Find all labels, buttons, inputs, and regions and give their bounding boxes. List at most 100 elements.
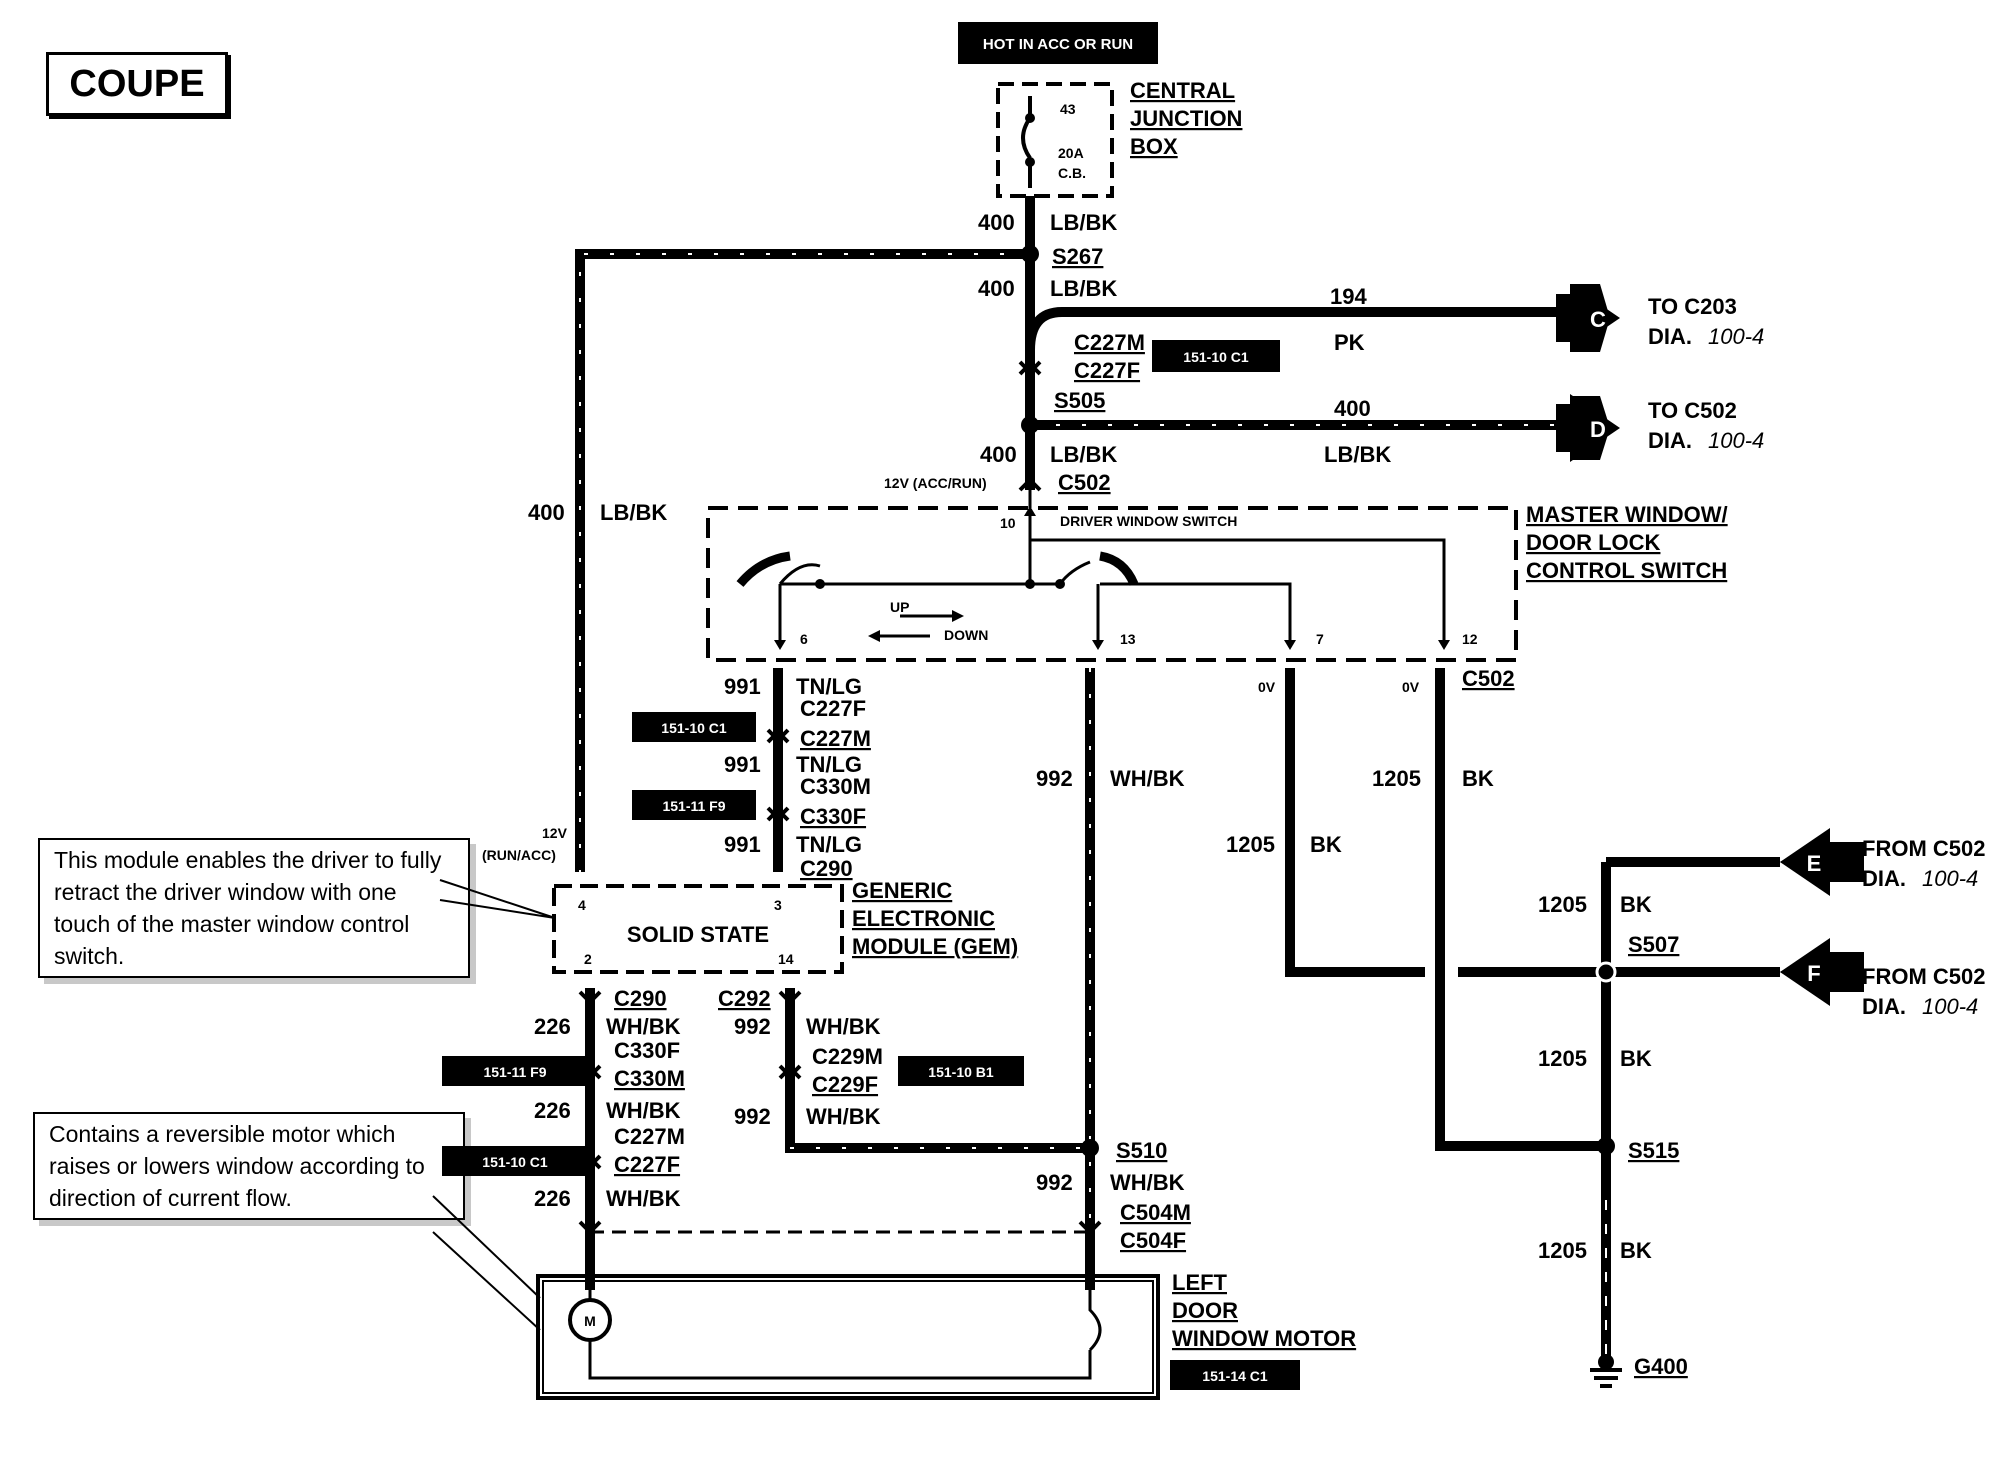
wire-label-wires-lbbk: LB/BK <box>1324 442 1391 467</box>
fuse-rating: 20A <box>1058 145 1084 161</box>
wire-label-wires-bk: BK <box>1620 892 1652 917</box>
wire-label-wires-w991: 991 <box>724 752 761 777</box>
offpage-e-source: FROM C502 <box>1862 836 1985 861</box>
wire-label-wires-whbk: WH/BK <box>1110 1170 1185 1195</box>
wire-label-wires-whbk: WH/BK <box>606 1098 681 1123</box>
wire-label-wires-w992: 992 <box>734 1104 771 1129</box>
offpage-f-dia: DIA. <box>1862 994 1906 1019</box>
wire-label-connectors-c290: C290 <box>800 856 853 881</box>
connector-break-marks <box>578 360 1102 1235</box>
wire-label-wires-w1205: 1205 <box>1538 1238 1587 1263</box>
wire-label-connectors-c227m: C227M <box>614 1124 685 1149</box>
offpage-e-page: 100-4 <box>1922 866 1978 891</box>
gem-callout-note: This module enables the driver to fully … <box>38 838 470 978</box>
wire-label-wires-whbk: WH/BK <box>806 1014 881 1039</box>
gem-name-3: MODULE (GEM) <box>852 934 1018 959</box>
diagram-title: COUPE <box>46 52 228 116</box>
wire-label-connectors-c227f: C227F <box>614 1152 680 1177</box>
gem-supply-b: (RUN/ACC) <box>482 847 556 863</box>
wire-label-wires-whbk: WH/BK <box>1110 766 1185 791</box>
wire-label-wires-lbbk: LB/BK <box>1050 276 1117 301</box>
offpage-f-page: 100-4 <box>1922 994 1978 1019</box>
wire-label-splices-s515: S515 <box>1628 1138 1679 1163</box>
junction-box-name-1: CENTRAL <box>1130 78 1235 103</box>
offpage-letter-d: D <box>1590 417 1606 442</box>
reference-tags <box>442 340 1300 1390</box>
gem-pin-4: 4 <box>578 897 586 913</box>
wire-label-connectors-c227m: C227M <box>1074 330 1145 355</box>
offpage-letter-f: F <box>1807 961 1820 986</box>
wire-label-wires-w400: 400 <box>978 210 1015 235</box>
switch-internal-wiring <box>778 490 1446 640</box>
switch-pin-13: 13 <box>1120 631 1136 647</box>
fuse-number: 43 <box>1060 101 1076 117</box>
splice-dots <box>1021 245 1617 1157</box>
ref-tag-151-10-b1: 151-10 B1 <box>928 1064 994 1080</box>
pin12-voltage: 0V <box>1402 679 1420 695</box>
wire-label-splices-s507: S507 <box>1628 932 1679 957</box>
wire-label-connectors-c502: C502 <box>1058 470 1111 495</box>
wire-label-connectors-c292: C292 <box>718 986 771 1011</box>
gem-supply-a: 12V <box>542 825 568 841</box>
switch-contact-up <box>736 551 791 587</box>
ref-tag-151-10-c1-low: 151-10 C1 <box>482 1154 548 1170</box>
wire-label-wires-w400: 400 <box>980 442 1017 467</box>
switch-pin-7: 7 <box>1316 631 1324 647</box>
central-junction-box <box>996 82 1114 198</box>
gem-name-2: ELECTRONIC <box>852 906 995 931</box>
wire-label-wires-bk: BK <box>1462 766 1494 791</box>
gem-body-label: SOLID STATE <box>627 922 769 947</box>
circuit-breaker-icon <box>1021 96 1032 188</box>
switch-supply-label: 12V (ACC/RUN) <box>884 475 987 491</box>
wire-label-wires-w992: 992 <box>1036 766 1073 791</box>
ref-tag-151-10-c1-mid: 151-10 C1 <box>661 720 727 736</box>
wire-label-connectors-c290: C290 <box>614 986 667 1011</box>
wire-label-wires-whbk: WH/BK <box>606 1014 681 1039</box>
wire-label-connectors-c330f: C330F <box>614 1038 680 1063</box>
left-door-window-motor-box <box>536 1274 1160 1400</box>
wire-label-wires-w400: 400 <box>1334 396 1371 421</box>
wire-label-wires-w1205: 1205 <box>1372 766 1421 791</box>
gem-pin-3: 3 <box>774 897 782 913</box>
wire-label-wires-w1205: 1205 <box>1538 1046 1587 1071</box>
switch-nodes <box>774 506 1450 650</box>
motor-name-2: DOOR <box>1172 1298 1238 1323</box>
motor-callout-note: Contains a reversible motor which raises… <box>33 1112 465 1220</box>
wire-label-wires-w992: 992 <box>1036 1170 1073 1195</box>
wire-label-connectors-c330f: C330F <box>800 804 866 829</box>
switch-pin-10: 10 <box>1000 515 1016 531</box>
fuse-type: C.B. <box>1058 165 1086 181</box>
wire-label-connectors-c229f: C229F <box>812 1072 878 1097</box>
wire-label-connectors-c504f: C504F <box>1120 1228 1186 1253</box>
gem-pin-14: 14 <box>778 951 794 967</box>
switch-pin-6: 6 <box>800 631 808 647</box>
offpage-d-dia: DIA. <box>1648 428 1692 453</box>
driver-window-switch-label: DRIVER WINDOW SWITCH <box>1060 513 1237 529</box>
wire-label-splices-s510: S510 <box>1116 1138 1167 1163</box>
wire-label-wires-w991: 991 <box>724 832 761 857</box>
ref-tag-151-14-c1: 151-14 C1 <box>1202 1368 1268 1384</box>
switch-name-1: MASTER WINDOW/ <box>1526 502 1728 527</box>
switch-contact-down <box>1099 551 1139 586</box>
wire-label-connectors-c227f: C227F <box>800 696 866 721</box>
offpage-c-dia: DIA. <box>1648 324 1692 349</box>
wire-label-splices-s267: S267 <box>1052 244 1103 269</box>
offpage-f-source: FROM C502 <box>1862 964 1985 989</box>
offpage-letter-e: E <box>1807 851 1822 876</box>
wire-shield-marks <box>579 253 1607 1370</box>
wire-label-connectors-c227f: C227F <box>1074 358 1140 383</box>
wire-label-wires-w194: 194 <box>1330 284 1367 309</box>
wire-label-wires-w226: 226 <box>534 1014 571 1039</box>
wire-label-wires-w226: 226 <box>534 1098 571 1123</box>
wire-label-wires-w1205: 1205 <box>1226 832 1275 857</box>
ground-icon <box>1590 1368 1622 1388</box>
wire-label-wires-tnlg: TN/LG <box>796 752 862 777</box>
wire-label-wires-w226: 226 <box>534 1186 571 1211</box>
offpage-d-page: 100-4 <box>1708 428 1764 453</box>
wire-label-splices-s505: S505 <box>1054 388 1105 413</box>
offpage-letter-c: C <box>1590 307 1606 332</box>
wire-label-wires-whbk: WH/BK <box>806 1104 881 1129</box>
switch-pin-12: 12 <box>1462 631 1478 647</box>
offpage-arrow-shapes <box>1556 284 1864 1006</box>
